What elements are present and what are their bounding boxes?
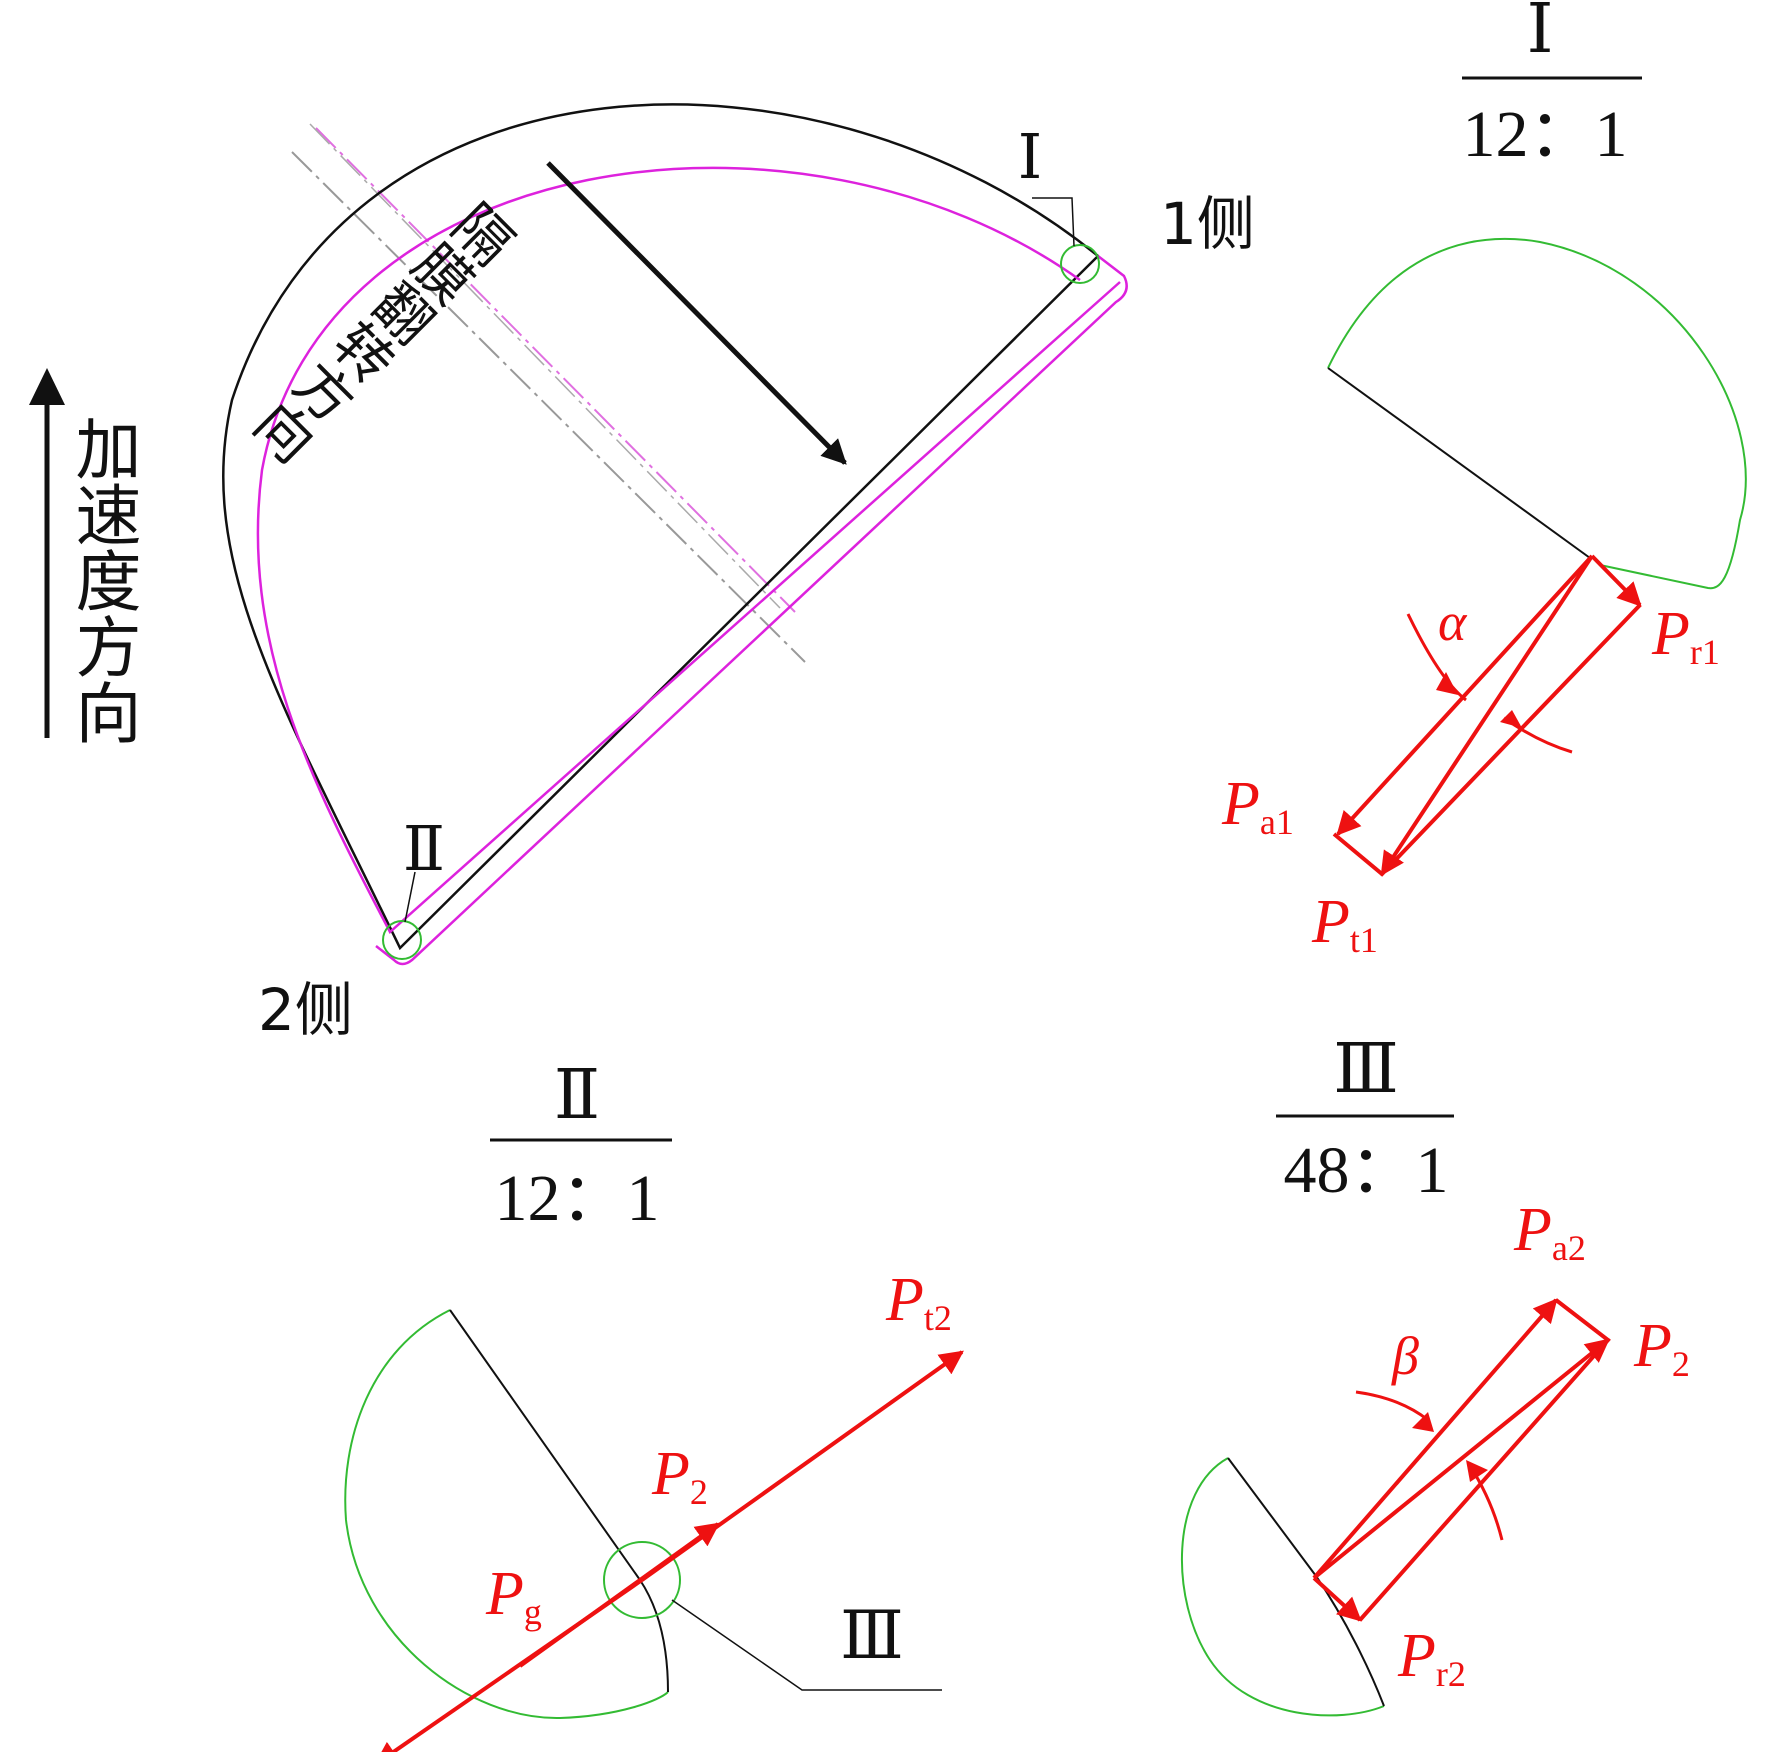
detail-II: Ⅱ 12：1 [344, 1057, 964, 1752]
leader-III [671, 1599, 942, 1691]
detail-III-edge [1227, 1457, 1385, 1707]
detail-II-arc [344, 1309, 669, 1720]
Pt1-label: Pt1 [1311, 888, 1378, 960]
vector-Pg [374, 1578, 644, 1752]
Pa2-label: Pa2 [1513, 1196, 1586, 1268]
vector-Pt1 [1380, 554, 1594, 877]
vector-Pa2 [1312, 1298, 1558, 1580]
main-view [222, 103, 1128, 966]
construction-line [291, 151, 806, 663]
acceleration-arrow [29, 368, 65, 738]
detail-III: Ⅲ 48：1 [1180, 1031, 1611, 1717]
detail-I-title: Ⅰ [1527, 0, 1554, 67]
side-2-label: 2侧 [258, 976, 353, 1044]
P2-label-detail-III: P2 [1633, 1312, 1690, 1384]
Pr2-label: Pr2 [1397, 1622, 1466, 1694]
angle-beta-arrow-1 [1412, 1412, 1434, 1432]
Pa1-label: Pa1 [1221, 770, 1294, 842]
detail-II-scale: 12：1 [495, 1162, 660, 1235]
alpha-label: α [1438, 592, 1468, 652]
Pt2-label: Pt2 [885, 1266, 952, 1338]
angle-alpha-arrow-2 [1500, 710, 1522, 728]
mark-I-label: Ⅰ [1018, 124, 1043, 192]
construction-line [309, 123, 781, 609]
membrane-end-cap-1 [375, 255, 1128, 966]
mark-III-label: Ⅲ [840, 1600, 904, 1673]
vector-P2-detail-III [1312, 1338, 1610, 1580]
detail-III-arc [1180, 1457, 1385, 1717]
Pg-label: Pg [485, 1560, 542, 1632]
vector-Pr1 [1590, 554, 1642, 607]
detail-circle-II [382, 920, 422, 960]
detail-III-title: Ⅲ [1333, 1031, 1399, 1107]
vector-Pr2 [1312, 1576, 1362, 1622]
detail-circle-I [1060, 244, 1100, 284]
mark-II-label: Ⅱ [403, 816, 445, 884]
detail-I-edge [1327, 367, 1591, 559]
detail-circle-III [603, 1541, 681, 1619]
detail-II-edge [449, 1309, 669, 1693]
flip-direction-label: 隔膜翻转方向 [239, 187, 523, 471]
vector-P2-parallelogram [1358, 1298, 1611, 1622]
vector-Pa1 [1336, 554, 1594, 836]
leader-I [1032, 197, 1075, 247]
diaphragm-membrane [256, 166, 1121, 934]
angle-beta-arrow-2 [1466, 1460, 1488, 1482]
leader-II [404, 871, 416, 923]
angle-beta-arc [1355, 1390, 1504, 1541]
detail-I: Ⅰ 12：1 [1327, 0, 1747, 877]
diaphragm-outline [222, 103, 1099, 951]
construction-line [315, 127, 796, 613]
acceleration-direction-label: 加速度方向 [65, 415, 142, 745]
P2-label-detail-II: P2 [651, 1440, 708, 1512]
detail-I-scale: 12：1 [1463, 98, 1628, 171]
angle-alpha-arrow-1 [1436, 672, 1458, 695]
Pr1-label: Pr1 [1651, 600, 1720, 672]
flip-direction-arrow [546, 161, 847, 465]
beta-label: β [1391, 1326, 1419, 1386]
detail-III-scale: 48：1 [1284, 1134, 1449, 1207]
detail-II-title: Ⅱ [554, 1057, 600, 1133]
side-1-label: 1侧 [1160, 190, 1255, 258]
vector-Pt1-parallelogram [1332, 603, 1642, 877]
detail-I-arc [1327, 238, 1747, 590]
